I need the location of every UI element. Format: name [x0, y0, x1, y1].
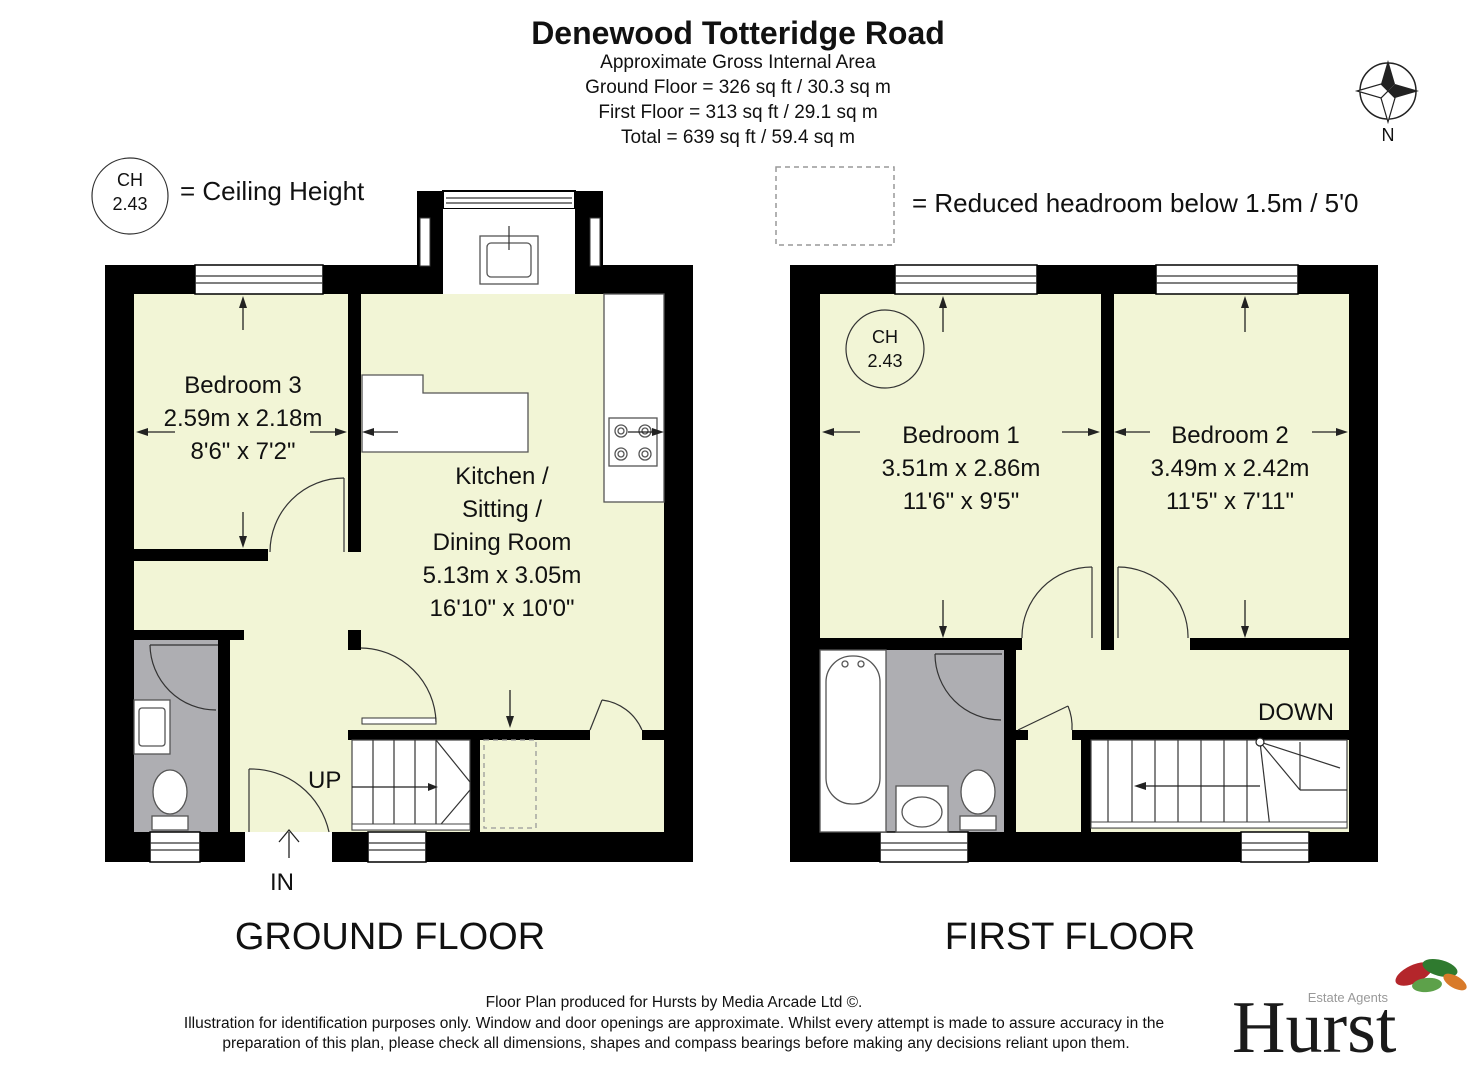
first-floor-basin-icon [895, 785, 949, 833]
dimension-arrows [136, 296, 664, 858]
kitchen-name-3: Dining Room [433, 529, 572, 556]
kitchen-door [360, 647, 437, 723]
bedroom1-metric: 3.51m x 2.86m [882, 455, 1041, 482]
legend-ch-code: CH [117, 170, 143, 190]
kitchen-metric: 5.13m x 3.05m [423, 562, 582, 589]
bedroom2-metric: 3.49m x 2.42m [1151, 455, 1310, 482]
bedroom3-metric: 2.59m x 2.18m [164, 405, 323, 432]
first-floor-dimension-arrows [822, 296, 1348, 638]
bedroom3-imperial: 8'6" x 7'2" [191, 438, 296, 465]
sink-icon [479, 226, 539, 285]
first-floor-staircase [1090, 737, 1348, 829]
ff-ch-value: 2.43 [867, 351, 902, 371]
footer-disclaimer-1: Illustration for identification purposes… [184, 1015, 1164, 1032]
kitchen-name-1: Kitchen / [455, 463, 549, 490]
toilet-icon [151, 769, 189, 831]
logo-tagline: Estate Agents [1308, 990, 1389, 1005]
first-floor-plan: CH 2.43 Bedroom 1 3.51m x 2.86m 11'6" x … [790, 264, 1378, 958]
ceiling-height-label: = Ceiling Height [180, 176, 365, 206]
ground-staircase [351, 739, 471, 831]
leaf-icon [1395, 958, 1467, 993]
bathroom-door [934, 653, 1002, 721]
bedroom3-door [269, 477, 345, 553]
total-area: Total = 639 sq ft / 59.4 sq m [621, 127, 855, 148]
breakfast-bar [361, 374, 529, 453]
ground-reduced-headroom [483, 739, 537, 829]
hob-icon [608, 417, 658, 467]
first-floor-label: FIRST FLOOR [945, 916, 1196, 958]
bedroom2-imperial: 11'5" x 7'11" [1166, 488, 1294, 515]
ground-floor-area: Ground Floor = 326 sq ft / 30.3 sq m [585, 77, 891, 98]
stairs-down-label: DOWN [1258, 699, 1334, 726]
ceiling-height-legend: CH 2.43 = Ceiling Height [91, 157, 365, 235]
ff-ch-code: CH [872, 327, 898, 347]
footer-disclaimer-2: preparation of this plan, please check a… [222, 1035, 1129, 1052]
plan-title: Denewood Totteridge Road [531, 15, 945, 51]
front-door [248, 768, 330, 833]
bath-icon [819, 649, 887, 833]
bedroom2-door [1117, 566, 1189, 639]
compass-north-label: N [1382, 125, 1395, 145]
first-floor-area: First Floor = 313 sq ft / 29.1 sq m [598, 102, 877, 123]
bedroom3-name: Bedroom 3 [184, 372, 301, 399]
bedroom2-name: Bedroom 2 [1171, 422, 1288, 449]
area-heading: Approximate Gross Internal Area [600, 52, 876, 73]
reduced-headroom-legend: = Reduced headroom below 1.5m / 5'0 [775, 166, 1359, 246]
first-floor-toilet-icon [959, 769, 997, 831]
hurst-logo: Estate Agents Hurst [1232, 958, 1467, 1069]
legend-ch-value: 2.43 [112, 194, 147, 214]
footer-credit: Floor Plan produced for Hursts by Media … [486, 994, 863, 1011]
compass-icon [1354, 60, 1419, 125]
bedroom1-door [1021, 566, 1093, 639]
entrance-label: IN [270, 869, 294, 896]
stairs-up-label: UP [308, 767, 341, 794]
wc-door [149, 644, 217, 711]
bedroom1-imperial: 11'6" x 9'5" [903, 488, 1020, 515]
bedroom1-ceiling-height-badge: CH 2.43 [845, 309, 925, 389]
ground-floor-plan: Bedroom 3 2.59m x 2.18m 8'6" x 7'2" Kitc… [105, 190, 693, 958]
kitchen-imperial: 16'10" x 10'0" [430, 595, 575, 622]
basin-icon [133, 699, 171, 755]
bedroom1-name: Bedroom 1 [902, 422, 1019, 449]
bedroom3-window [194, 264, 324, 295]
cupboard-door [601, 699, 643, 731]
kitchen-name-2: Sitting / [462, 496, 542, 523]
kitchen-counter [603, 293, 665, 503]
ground-floor-label: GROUND FLOOR [235, 916, 545, 958]
reduced-headroom-label: = Reduced headroom below 1.5m / 5'0 [912, 188, 1359, 218]
landing-cupboard-door [1067, 705, 1073, 731]
logo-wordmark: Hurst [1232, 987, 1397, 1069]
